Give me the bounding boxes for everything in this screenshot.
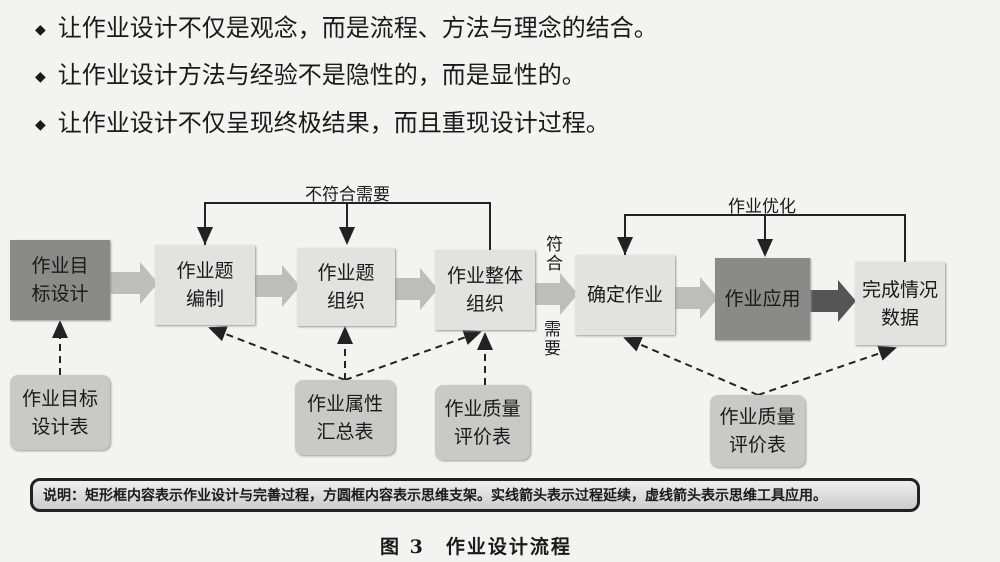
bullet-text: 让作业设计不仅是观念，而是流程、方法与理念的结合。 xyxy=(57,14,658,42)
process-box-compose: 作业题编制 xyxy=(155,245,255,325)
process-box-overall: 作业整体组织 xyxy=(435,250,535,330)
box-label: 确定作业 xyxy=(586,284,663,306)
box-label: 作业题编制 xyxy=(176,260,234,310)
label-optimize: 作业优化 xyxy=(728,197,796,217)
bullet-1: ◆ 让作业设计不仅是观念，而是流程、方法与理念的结合。 xyxy=(35,8,658,43)
label-meet: 符合 xyxy=(542,235,562,273)
box-label: 作业目标设计表 xyxy=(21,387,98,438)
box-label: 作业质量评价表 xyxy=(444,397,521,448)
box-label: 作业目标设计 xyxy=(31,255,89,305)
box-label: 作业题组织 xyxy=(317,262,375,312)
box-label: 作业属性汇总表 xyxy=(306,392,383,443)
diamond-bullet-icon: ◆ xyxy=(35,116,46,133)
process-box-organize: 作业题组织 xyxy=(297,248,395,326)
box-label: 作业整体组织 xyxy=(446,265,523,315)
box-label: 完成情况数据 xyxy=(861,278,938,329)
box-label: 作业应用 xyxy=(724,288,801,310)
flow-arrow-dark xyxy=(810,280,856,322)
process-box-completion-data: 完成情况数据 xyxy=(855,262,945,345)
flow-arrows xyxy=(110,262,718,319)
bullet-text: 让作业设计不仅呈现终极结果，而且重现设计过程。 xyxy=(57,109,610,137)
bullet-2: ◆ 让作业设计方法与经验不是隐性的，而是显性的。 xyxy=(35,55,586,90)
figure-caption: 图 3 作业设计流程 xyxy=(380,536,572,558)
diamond-bullet-icon: ◆ xyxy=(35,21,46,38)
label-need: 需要 xyxy=(540,320,560,358)
diamond-bullet-icon: ◆ xyxy=(35,68,46,85)
process-box-confirm: 确定作业 xyxy=(575,255,675,335)
process-box-apply: 作业应用 xyxy=(715,258,810,340)
bullet-text: 让作业设计方法与经验不是隐性的，而是显性的。 xyxy=(57,61,586,89)
box-label: 作业质量评价表 xyxy=(719,406,796,456)
process-box-goal-design: 作业目标设计 xyxy=(10,240,110,320)
tool-box-quality-eval-1: 作业质量评价表 xyxy=(435,385,530,460)
tool-box-attribute-summary: 作业属性汇总表 xyxy=(295,380,395,455)
label-not-meet: 不符合需要 xyxy=(305,185,390,205)
legend-note: 说明：矩形框内容表示作业设计与完善过程，方圆框内容表示思维支架。实线箭头表示过程… xyxy=(30,478,920,512)
bullet-3: ◆ 让作业设计不仅呈现终极结果，而且重现设计过程。 xyxy=(35,103,610,138)
tool-box-goal-table: 作业目标设计表 xyxy=(10,375,110,450)
tool-box-quality-eval-2: 作业质量评价表 xyxy=(710,395,805,467)
